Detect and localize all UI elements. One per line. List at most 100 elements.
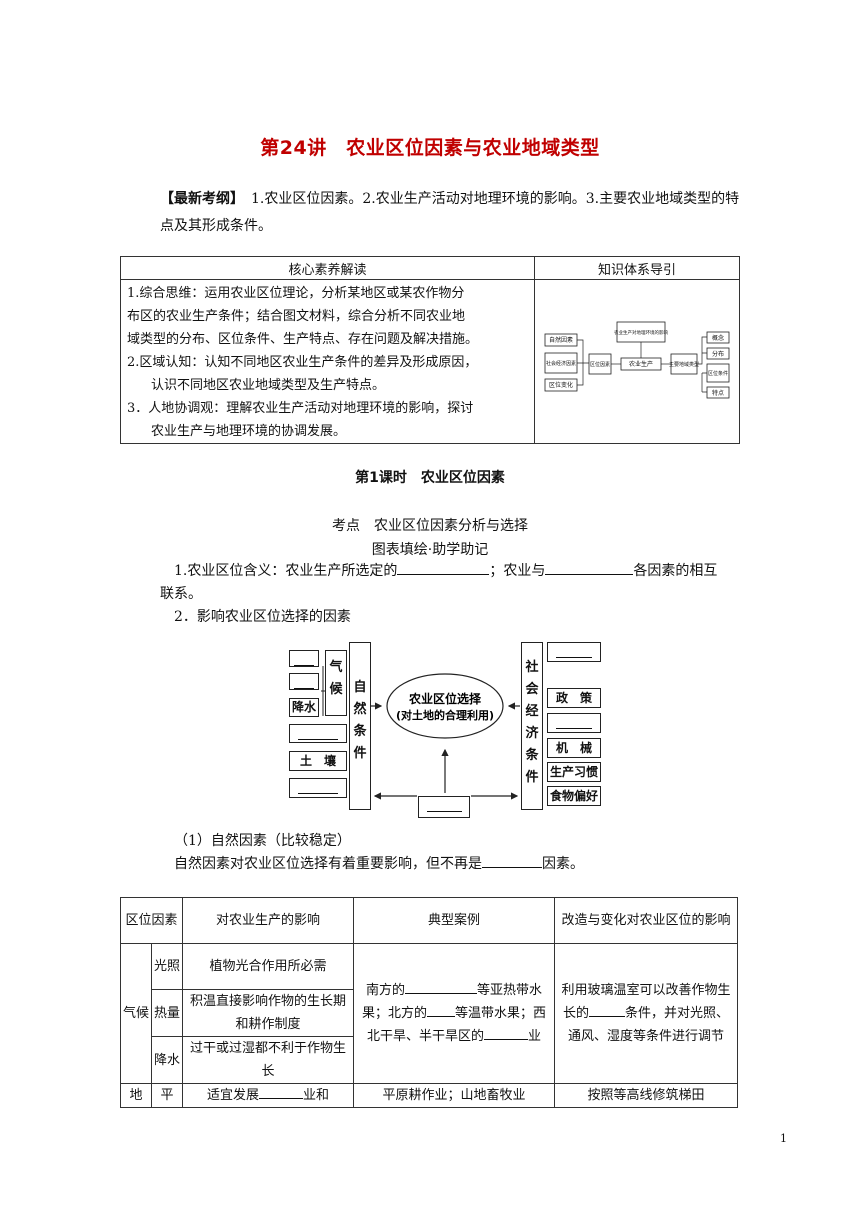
blank-social-2[interactable] <box>547 713 601 733</box>
km-concept-box <box>706 331 730 344</box>
page-number: 1 <box>780 1132 787 1145</box>
social-char: 件 <box>525 770 539 785</box>
case-d: 业 <box>528 1029 542 1044</box>
lesson-heading: 第1课时 农业区位因素 <box>355 470 505 486</box>
diagram-arrows: 农业区位选择 (对土地的合理利用) <box>321 666 520 800</box>
km-change: 区位变化 <box>549 381 573 389</box>
t2-h-factor: 区位因素 <box>120 897 183 944</box>
blank-arid[interactable] <box>484 1025 528 1040</box>
center-label-1: 农业区位选择 <box>408 691 482 706</box>
machine-box: 机 械 <box>547 738 601 758</box>
syllabus-text: 1.农业区位因素。2.农业生产活动对地理环境的影响。3.主要农业地域类型的特点及… <box>160 191 740 234</box>
t2-h-change: 改造与变化对农业区位的影响 <box>554 897 738 944</box>
change-a: 利用玻璃温室可以改善作物生长的 <box>561 983 731 1021</box>
t2-rain-effect: 过干或过湿都不利于作物生长 <box>182 1036 354 1084</box>
blank-location[interactable] <box>397 560 490 575</box>
knowledge-map: 自然因素 社会经济因素 区位变化 区位因素 农业生产 农业生产对地理环境的影响 … <box>544 321 730 399</box>
topic-heading: 考点 农业区位因素分析与选择 <box>332 518 528 534</box>
km-production: 农业生产 <box>629 360 653 368</box>
rain-box: 降水 <box>289 698 319 717</box>
soil-box: 土 壤 <box>289 751 347 771</box>
factors-heading: 2．影响农业区位选择的因素 <box>174 609 351 625</box>
km-distribution-box <box>706 347 730 360</box>
t2-flat: 平 <box>151 1083 183 1108</box>
natural-char: 自 <box>353 680 367 695</box>
km-distribution: 分布 <box>712 350 724 358</box>
flat-eff-b: 业和 <box>303 1088 330 1103</box>
km-impact: 农业生产对地理环境的影响 <box>614 329 668 336</box>
blank-natural-3[interactable] <box>289 724 347 743</box>
t2-climate-change: 利用玻璃温室可以改善作物生长的条件，并对光照、通风、湿度等条件进行调节 <box>554 943 738 1084</box>
policy-box: 政 策 <box>547 688 601 708</box>
blank-climate-1[interactable] <box>289 650 319 667</box>
flat-eff-a: 适宜发展 <box>206 1088 259 1103</box>
social-char: 条 <box>525 748 539 763</box>
subtopic-heading: 图表填绘·助学助记 <box>371 542 489 558</box>
km-types: 主要地域类型 <box>669 361 699 368</box>
blank-farming[interactable] <box>259 1084 303 1099</box>
natural-char: 条 <box>353 724 367 739</box>
km-natural: 自然因素 <box>549 336 573 344</box>
natural-char: 然 <box>353 702 367 717</box>
literacy-line: 域类型的分布、区位条件、生产特点、存在问题及解决措施。 <box>127 332 479 347</box>
climate-char: 候 <box>329 682 343 697</box>
center-label-2: (对土地的合理利用) <box>396 708 494 722</box>
natural-factors-text: 自然因素对农业区位选择有着重要影响，但不再是 因素。 <box>160 853 754 876</box>
t2-rain: 降水 <box>151 1036 183 1084</box>
social-char: 会 <box>525 682 539 697</box>
literacy-header: 核心素养解读 <box>120 256 535 280</box>
t2-heat: 热量 <box>151 989 183 1037</box>
natural-col: 自 然 条 件 <box>349 642 371 810</box>
t2-flat-case: 平原耕作业；山地畜牧业 <box>353 1083 555 1108</box>
definition-paragraph: 1.农业区位含义：农业生产所选定的 ；农业与 各因素的相互 联系。 <box>160 560 740 606</box>
climate-char: 气 <box>329 660 343 675</box>
km-features-box <box>706 386 730 399</box>
km-social: 社会经济因素 <box>546 360 576 367</box>
def-text-c: 各因素的相互 <box>633 563 718 579</box>
blank-factors[interactable] <box>545 560 634 575</box>
social-char: 济 <box>525 726 539 741</box>
natural-char: 件 <box>353 746 367 761</box>
t2-flat-effect: 适宜发展 业和 <box>182 1083 354 1108</box>
case-c: 等温带水果；西北干旱、半干旱区的 <box>366 1006 547 1044</box>
natural-factors-heading: （1）自然因素（比较稳定） <box>174 833 351 849</box>
blank-decisive[interactable] <box>482 853 542 868</box>
food-box: 食物偏好 <box>547 786 601 806</box>
syllabus-outline: 【最新考纲】 1.农业区位因素。2.农业生产活动对地理环境的影响。3.主要农业地… <box>160 186 740 240</box>
social-char: 经 <box>525 704 539 719</box>
blank-climate-2[interactable] <box>289 673 319 690</box>
blank-subtropical[interactable] <box>405 979 477 994</box>
t2-heat-effect: 积温直接影响作物的生长期和耕作制度 <box>182 989 354 1037</box>
blank-natural-4[interactable] <box>289 778 347 798</box>
blank-bottom[interactable] <box>418 796 470 818</box>
case-b: 等亚热带水果；北方的 <box>361 983 543 1021</box>
habit-box: 生产习惯 <box>547 762 601 782</box>
literacy-line: 认识不同地区农业地域类型及生产特点。 <box>151 378 386 393</box>
km-location: 区位因素 <box>590 361 610 368</box>
t2-terrain: 地 <box>120 1083 152 1108</box>
t2-climate: 气候 <box>120 943 152 1084</box>
t2-light-effect: 植物光合作用所必需 <box>182 943 354 990</box>
literacy-table: 核心素养解读 知识体系导引 1.综合思维：运用农业区位理论，分析某地区或某农作物… <box>120 256 740 444</box>
blank-heat[interactable] <box>589 1002 625 1017</box>
natural-text-a: 自然因素对农业区位选择有着重要影响，但不再是 <box>174 856 482 872</box>
factors-diagram: 农业区位选择 (对土地的合理利用) 降水 气 候 土 壤 自 然 条 件 社 会… <box>285 638 605 818</box>
blank-social-1[interactable] <box>547 642 601 662</box>
knowledge-map-cell: 自然因素 社会经济因素 区位变化 区位因素 农业生产 农业生产对地理环境的影响 … <box>534 279 740 444</box>
literacy-content: 1.综合思维：运用农业区位理论，分析某地区或某农作物分 布区的农业生产条件；结合… <box>120 279 535 444</box>
natural-text-b: 因素。 <box>542 856 584 872</box>
social-char: 社 <box>525 660 539 675</box>
knowledge-header: 知识体系导引 <box>534 256 740 280</box>
def-text-b: ；农业与 <box>489 563 546 579</box>
t2-climate-case: 南方的等亚热带水果；北方的等温带水果；西北干旱、半干旱区的业 <box>353 943 555 1084</box>
natural-factors-table: 区位因素 对农业生产的影响 典型案例 改造与变化对农业区位的影响 气候 光照 植… <box>120 897 738 1108</box>
syllabus-tag: 【最新考纲】 <box>160 191 237 207</box>
case-a: 南方的 <box>365 983 405 998</box>
t2-h-effect: 对农业生产的影响 <box>182 897 354 944</box>
km-conditions: 区位条件 <box>708 370 728 377</box>
blank-temperate[interactable] <box>427 1002 455 1017</box>
change-b: 条件，并对光照、通风、湿度等条件进行调节 <box>567 1006 730 1044</box>
def-text-d: 联系。 <box>160 586 202 602</box>
literacy-line: 3．人地协调观：理解农业生产活动对地理环境的影响，探讨 <box>127 401 474 416</box>
def-text-a: 1.农业区位含义：农业生产所选定的 <box>174 563 398 579</box>
